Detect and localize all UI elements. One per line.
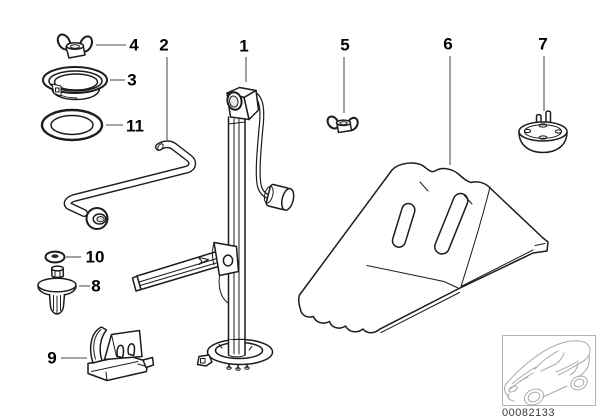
- rubber-cup-drawing: [42, 66, 108, 101]
- jack-drawing: [131, 86, 295, 371]
- retaining-knob-drawing: [518, 110, 568, 154]
- wing-nut-drawing: [56, 33, 94, 59]
- callout-1[interactable]: 1: [239, 36, 249, 56]
- o-ring-drawing: [40, 108, 104, 142]
- callout-7[interactable]: 7: [538, 34, 548, 54]
- washer-drawing: [44, 250, 66, 264]
- leader-lines: [61, 44, 545, 359]
- wing-nut-small-drawing: [326, 115, 359, 134]
- callout-11[interactable]: 11: [126, 116, 144, 136]
- callout-6[interactable]: 6: [443, 34, 453, 54]
- callout-4[interactable]: 4: [129, 35, 139, 55]
- callout-10[interactable]: 10: [85, 247, 105, 267]
- callout-9[interactable]: 9: [47, 348, 57, 368]
- vehicle-thumbnail: [502, 335, 596, 406]
- callout-3[interactable]: 3: [127, 70, 137, 90]
- wheel-brace-drawing: [63, 140, 197, 230]
- car-icon: [504, 340, 591, 406]
- callout-2[interactable]: 2: [159, 35, 169, 55]
- callout-5[interactable]: 5: [340, 35, 350, 55]
- expanding-rivet-drawing: [37, 265, 77, 315]
- wheel-chock-drawing: [298, 162, 549, 334]
- callout-8[interactable]: 8: [91, 276, 101, 296]
- retaining-bracket-drawing: [87, 326, 155, 382]
- diagram-number: 00082133: [502, 407, 555, 419]
